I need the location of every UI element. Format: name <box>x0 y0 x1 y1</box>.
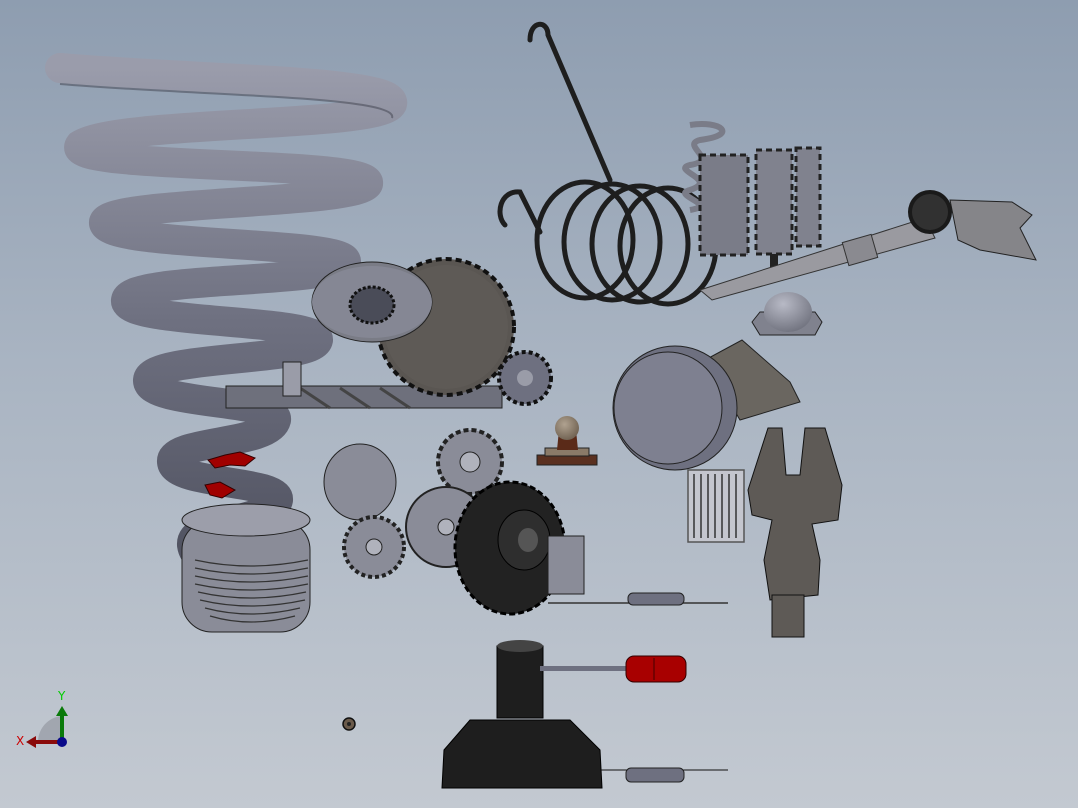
gear-stack[interactable] <box>698 146 822 272</box>
piston[interactable] <box>612 339 801 471</box>
threaded-cylinder[interactable] <box>181 503 311 633</box>
z-axis-dot <box>57 737 67 747</box>
large-coil-spring-shading <box>59 83 394 119</box>
small-spring[interactable] <box>682 121 726 213</box>
spur-gear-small[interactable] <box>497 350 553 406</box>
torsion-spring-black[interactable] <box>497 21 719 307</box>
acorn-nut[interactable] <box>751 292 823 336</box>
t-handle-black[interactable] <box>441 640 603 789</box>
knob-ball[interactable] <box>536 416 598 466</box>
gear-cluster[interactable] <box>342 428 504 579</box>
disc[interactable] <box>323 443 397 521</box>
screwdriver-red[interactable] <box>540 655 687 683</box>
red-clip-part[interactable] <box>204 451 256 499</box>
bevel-gear-black[interactable] <box>453 480 567 616</box>
shaft-assembly[interactable] <box>547 535 728 606</box>
small-compression-spring[interactable] <box>687 469 745 543</box>
hammer[interactable] <box>698 190 1037 301</box>
y-axis-label: Y <box>57 689 66 703</box>
small-nut[interactable] <box>342 717 356 731</box>
large-coil-spring[interactable] <box>45 53 407 594</box>
washer-splined[interactable] <box>311 261 433 343</box>
fork-clevis[interactable] <box>747 427 843 638</box>
screwdriver-gray[interactable] <box>600 767 728 783</box>
view-triad: Y X <box>16 689 68 748</box>
x-axis-label: X <box>16 734 24 748</box>
